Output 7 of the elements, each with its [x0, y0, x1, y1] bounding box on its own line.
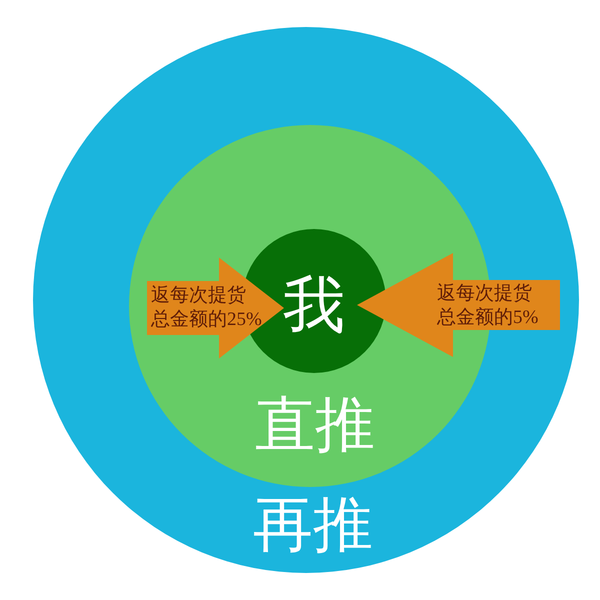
circle-label: 再推 — [253, 495, 373, 555]
block-arrow — [357, 253, 560, 357]
arrow-label: 返每次提货总金额的5% — [437, 282, 540, 330]
circle-label: 直推 — [255, 395, 375, 455]
block-arrow — [147, 258, 284, 358]
circle-label: 我 — [283, 274, 345, 336]
arrow-label: 返每次提货总金额的25% — [151, 284, 263, 332]
